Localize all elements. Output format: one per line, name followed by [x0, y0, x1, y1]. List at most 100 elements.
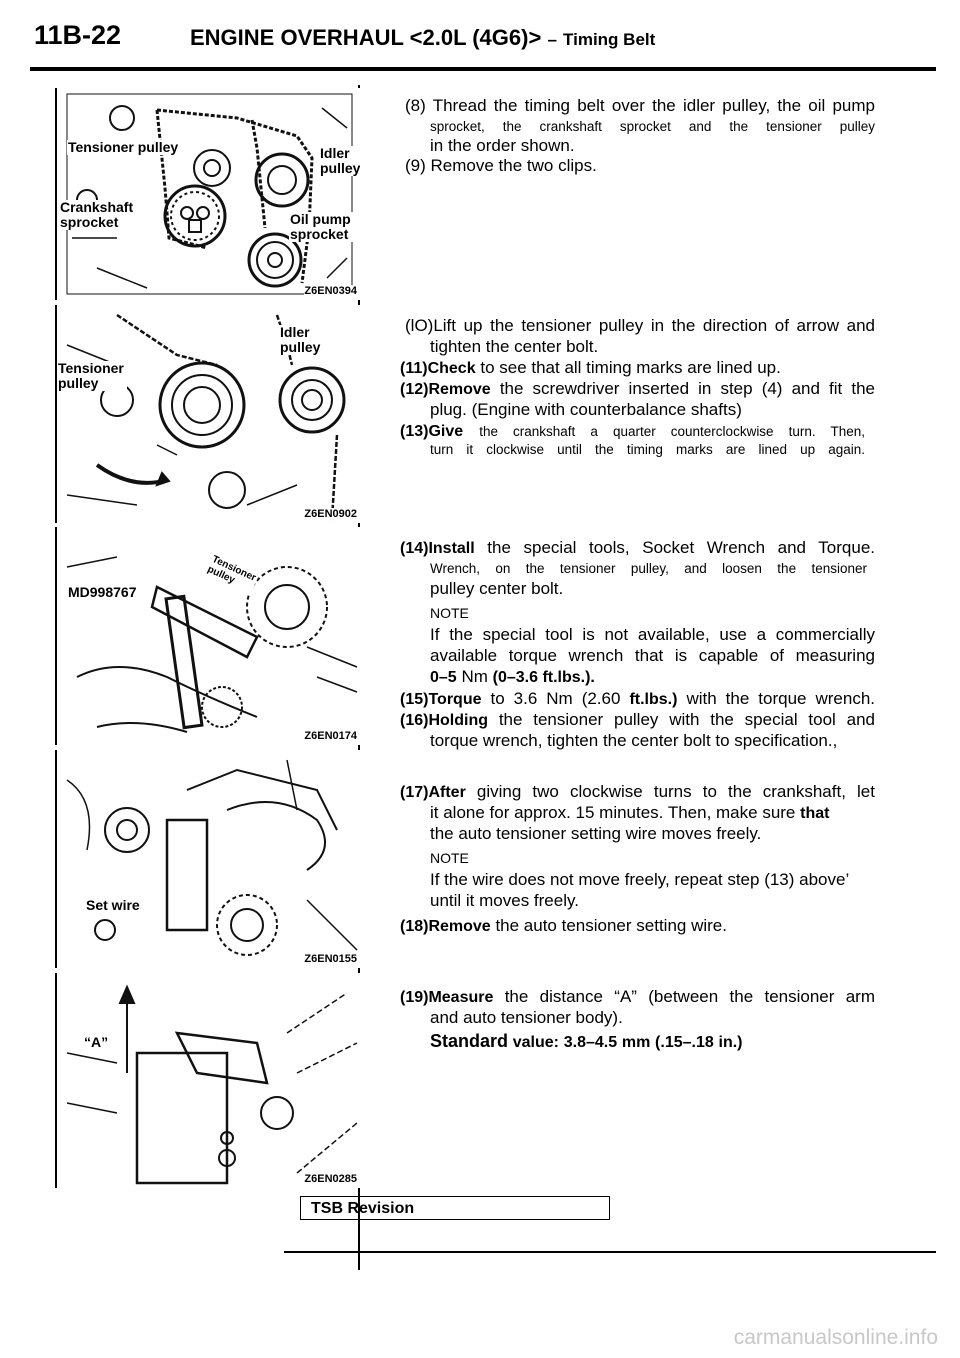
step-13-line-2: turn it clockwise until the timing marks…	[430, 442, 865, 457]
label-idler-pulley: Idler pulley	[319, 145, 360, 176]
title-engine: <2.0L (4G6)>	[409, 25, 542, 50]
page-code: 11B-22	[34, 20, 122, 50]
note-2-label: NOTE	[430, 850, 469, 866]
step-11: (11)Check to see that all timing marks a…	[400, 357, 781, 379]
step-verb: Remove	[428, 918, 491, 935]
step-text: giving two clockwise turns to the cranks…	[476, 782, 875, 801]
standard-value-label: value:	[512, 1034, 559, 1051]
step-number: (19)	[400, 989, 429, 1006]
step-number: (15)	[400, 691, 429, 708]
title-dash: –	[547, 30, 557, 49]
step-number: (12)	[400, 381, 429, 398]
step-10: (lO)Lift up the tensioner pulley in the …	[405, 315, 875, 336]
note-1-line-2: available torque wrench that is capable …	[430, 646, 875, 665]
step-15: (15)Torque to 3.6 Nm (2.60 ft.lbs.) with…	[400, 688, 875, 710]
step-number: (13)	[400, 423, 429, 440]
step-text: the crankshaft a quarter counterclockwis…	[479, 424, 865, 439]
step-9: (9) Remove the two clips.	[405, 155, 597, 176]
title-main: ENGINE OVERHAUL	[190, 25, 404, 50]
step-text: the special tools, Socket Wrench and Tor…	[487, 538, 875, 557]
step-number: (16)	[400, 712, 429, 729]
step-14-line-3: pulley center bolt.	[430, 579, 564, 598]
step-text: the auto tensioner setting wire.	[495, 916, 727, 935]
figure-code: Z6EN0902	[304, 508, 357, 520]
set-wire-drawing	[66, 759, 358, 956]
step-text: the screwdriver inserted in step (4) and…	[499, 379, 875, 398]
label-set-wire: Set wire	[85, 897, 141, 913]
footer-rule	[284, 1251, 936, 1253]
note-1-line-1: If the special tool is not available, us…	[430, 625, 875, 644]
watermark: carmanualsonline.info	[733, 1326, 938, 1349]
belt-routing-drawing	[66, 93, 353, 295]
torque-unit: Nm	[461, 667, 488, 686]
standard-value-range: 3.8–4.5	[563, 1034, 618, 1051]
step-text: to see that all timing marks are lined u…	[480, 358, 781, 377]
step-17-line-3: the auto tensioner setting wire moves fr…	[430, 824, 762, 843]
header-rule	[30, 67, 936, 71]
step-number: (8)	[405, 96, 426, 115]
standard-imperial-unit: in.)	[718, 1034, 743, 1051]
step-8-line-3: in the order shown.	[430, 136, 575, 155]
figure-code: Z6EN0285	[304, 1173, 357, 1185]
label-tensioner-pulley: Tensioner pulley	[57, 361, 127, 391]
step-text: it alone for approx. 15 minutes. Then, m…	[430, 803, 796, 822]
step-verb: Remove	[428, 381, 491, 398]
step-text: the distance “A” (between the tensioner …	[504, 987, 875, 1006]
page-title: ENGINE OVERHAUL <2.0L (4G6)> – Timing Be…	[190, 25, 655, 51]
step-19-line-2: and auto tensioner body).	[430, 1008, 623, 1027]
step-verb: Install	[428, 540, 475, 557]
torque-range: 0–5	[430, 669, 457, 686]
step-16: (16)Holding the tensioner pulley with th…	[400, 709, 875, 731]
note-2-line-2: until it moves freely.	[430, 891, 579, 910]
step-text: to 3.6 Nm (2.60	[490, 689, 621, 708]
label-distance-a: “A”	[83, 1034, 110, 1050]
step-text: Lift up the tensioner pulley in the dire…	[433, 316, 875, 335]
step-verb: Measure	[428, 989, 494, 1006]
step-verb: Torque	[428, 691, 482, 708]
figure-code: Z6EN0155	[304, 953, 357, 965]
step-verb: After	[428, 784, 466, 801]
figure-set-wire: Set wire Z6EN0155	[55, 750, 360, 968]
standard-imperial: (.15–.18	[655, 1034, 714, 1051]
step-12: (12)Remove the screwdriver inserted in s…	[400, 378, 875, 400]
step-13: (13)Give the crankshaft a quarter counte…	[400, 420, 865, 442]
step-verb: Give	[428, 423, 464, 440]
figure-code: Z6EN0394	[304, 285, 357, 297]
step-12-line-2: plug. (Engine with counterbalance shafts…	[430, 400, 742, 419]
step-18: (18)Remove the auto tensioner setting wi…	[400, 915, 727, 937]
step-10-line-2: tighten the center bolt.	[430, 337, 599, 356]
step-text: Remove the two clips.	[430, 156, 597, 175]
note-1-label: NOTE	[430, 605, 469, 621]
title-section: Timing Belt	[563, 30, 656, 49]
step-number: (9)	[405, 156, 426, 175]
step-text: the tensioner pulley with the special to…	[498, 710, 875, 729]
step-19: (19)Measure the distance “A” (between th…	[400, 986, 875, 1008]
step-number: (14)	[400, 540, 429, 557]
step-number: (18)	[400, 918, 429, 935]
standard-unit: mm	[621, 1034, 651, 1051]
step-number: (lO)	[405, 316, 434, 335]
step-16-line-2: torque wrench, tighten the center bolt t…	[430, 731, 838, 750]
step-14-line-2: Wrench, on the tensioner pulley, and loo…	[430, 561, 867, 576]
figure-tensioner-lift: Idler pulley Tensioner pulley Z6EN0902	[55, 305, 360, 523]
step-17: (17)After giving two clockwise turns to …	[400, 781, 875, 803]
step-8-line-2: sprocket, the crankshaft sprocket and th…	[430, 119, 875, 134]
label-md998767: MD998767	[67, 584, 138, 600]
step-17-line-2: it alone for approx. 15 minutes. Then, m…	[430, 802, 829, 824]
step-text: Thread the timing belt over the idler pu…	[432, 96, 876, 115]
label-idler-pulley: Idler pulley	[279, 325, 327, 355]
step-8: (8) Thread the timing belt over the idle…	[405, 95, 875, 116]
label-crankshaft-sprocket: Crankshaft sprocket	[59, 200, 143, 230]
label-oil-pump-sprocket: Oil pump sprocket	[289, 212, 359, 242]
step-verb: Holding	[428, 712, 488, 729]
torque-imperial: (0–3.6 ft.lbs.).	[492, 669, 595, 686]
step-unit: ft.lbs.)	[629, 691, 678, 708]
step-number: (17)	[400, 784, 429, 801]
label-tensioner-pulley: Tensioner pulley	[67, 139, 180, 155]
standard-label: Standard	[430, 1031, 509, 1051]
tsb-revision-box: TSB Revision	[300, 1196, 610, 1220]
distance-a-drawing	[66, 984, 358, 1185]
step-number: (11)	[400, 360, 428, 377]
figure-special-tool: MD998767 Tensioner pulley Z6EN0174	[55, 527, 360, 745]
note-2-line-1: If the wire does not move freely, repeat…	[430, 870, 850, 889]
